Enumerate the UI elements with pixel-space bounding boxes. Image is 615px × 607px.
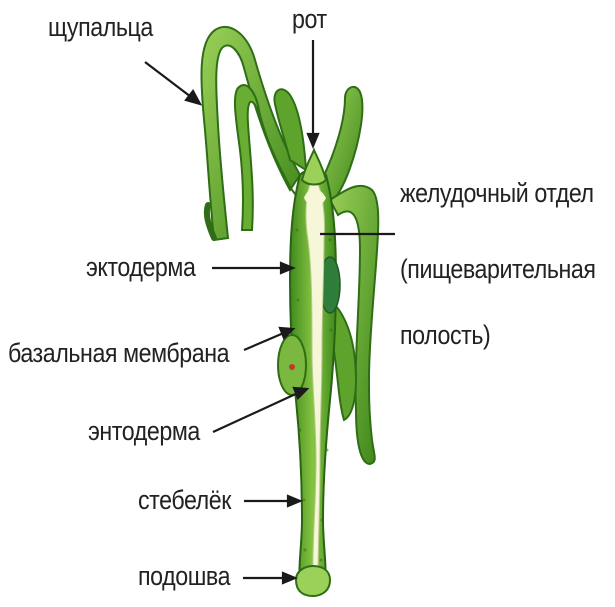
label-basal-membrane: базальная мембрана: [8, 340, 229, 367]
label-stomach-line3: полость): [400, 322, 490, 349]
label-tentacles: щупальца: [48, 14, 153, 41]
label-mouth: рот: [292, 6, 327, 33]
label-stomach-line1: желудочный отдел: [400, 180, 594, 207]
label-stalk: стебелёк: [138, 487, 231, 514]
sole-foot: [296, 566, 330, 596]
label-stomach-line2: (пищеварительная: [400, 256, 596, 283]
label-endoderm: энтодерма: [88, 418, 200, 445]
label-sole: подошва: [138, 563, 230, 590]
label-ectoderm: эктодерма: [86, 254, 195, 281]
hydra-body: [278, 150, 340, 596]
